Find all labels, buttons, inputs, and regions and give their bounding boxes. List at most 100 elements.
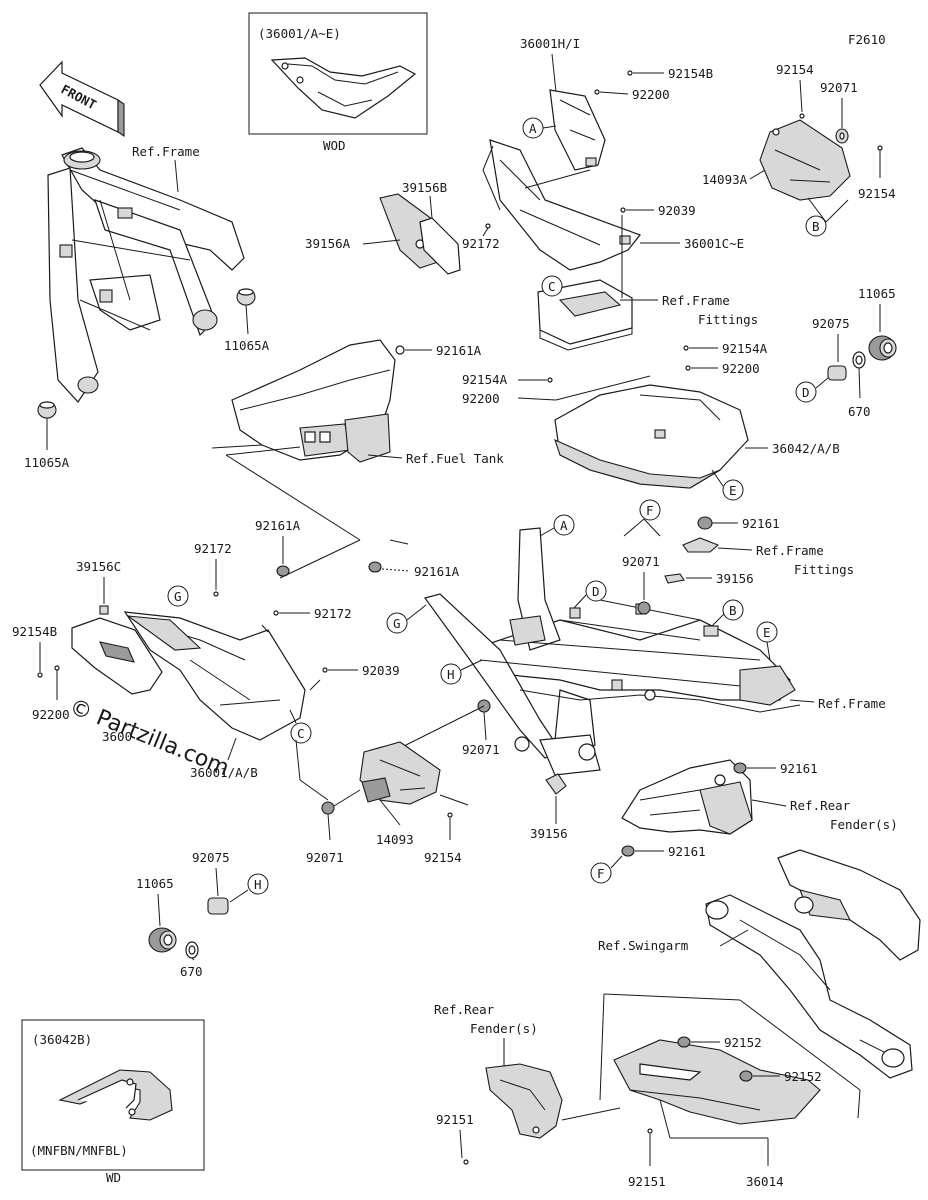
label-ref-frame-fittings-2b: Fittings (794, 562, 854, 577)
clip-39156c-icon (99, 605, 109, 615)
label-39156c: 39156C (76, 559, 121, 574)
washer-92071-tr-icon (835, 128, 849, 144)
diagram-code: F2610 (848, 32, 886, 47)
label-92071-tr: 92071 (820, 80, 858, 95)
inset-top: (36001/A~E) WOD (248, 12, 428, 153)
label-92161a-3: 92161A (414, 564, 460, 579)
bushing-11065a-2-icon (37, 401, 57, 419)
main-frame-drawing (424, 527, 801, 776)
frame-front-drawing (47, 147, 245, 403)
side-cover-36001hi-drawing (549, 89, 606, 171)
label-ref-rear-fender-2a: Ref.Rear (434, 1002, 495, 1017)
label-92161a-2: 92161A (255, 518, 301, 533)
nut-92161a-3-icon (368, 561, 382, 573)
label-14093a: 14093A (702, 172, 748, 187)
label-92151-1: 92151 (436, 1112, 474, 1127)
nut-92161a-2-icon (276, 565, 290, 577)
callout-c-1: C (548, 279, 556, 294)
label-92161-m: 92161 (742, 516, 780, 531)
label-92071-b: 92071 (306, 850, 344, 865)
callout-f-1: F (646, 503, 654, 518)
nut-92161-m-icon (697, 516, 713, 530)
label-92152-2: 92152 (784, 1069, 822, 1084)
label-92161a-1: 92161A (436, 343, 482, 358)
callout-e-2: E (763, 625, 771, 640)
label-ref-frame-m: Ref.Frame (818, 696, 886, 711)
clip-39156-b-icon (545, 773, 567, 795)
chain-guard-36014-drawing (613, 1039, 821, 1125)
label-670-r: 670 (848, 404, 871, 419)
label-92154-tr2: 92154 (858, 186, 896, 201)
label-ref-frame-top: Ref.Frame (132, 144, 200, 159)
washer-92071-b-icon (321, 801, 335, 815)
label-92200-m2: 92200 (462, 391, 500, 406)
nut-92152-1-icon (677, 1036, 691, 1048)
seat-drawing (231, 339, 396, 463)
callout-h-1: H (447, 667, 455, 682)
label-ref-rear-fender-1a: Ref.Rear (790, 798, 851, 813)
label-92039-l: 92039 (362, 663, 400, 678)
seat-cover-36042-drawing (554, 384, 749, 489)
label-92071-c: 92071 (462, 742, 500, 757)
swingarm-drawing (705, 849, 921, 1079)
frame-fittings-tray-drawing (537, 279, 633, 351)
inset-bottom-caption: WD (106, 1170, 121, 1185)
label-92039-top: 92039 (658, 203, 696, 218)
callout-g-1: G (174, 589, 182, 604)
label-36001ab: 36001/A/B (190, 765, 258, 780)
inset-bottom-subtitle: (MNFBN/MNFBL) (30, 1143, 128, 1158)
inset-bottom: (36042B) (MNFBN/MNFBL) WD (21, 1019, 205, 1185)
label-11065-r: 11065 (858, 286, 896, 301)
washer-92071-m-icon (637, 601, 651, 615)
inset-top-title: (36001/A~E) (258, 26, 341, 41)
cover-14093a-drawing (759, 119, 851, 201)
collar-92075-r-icon (827, 365, 847, 381)
callout-b-2: B (729, 603, 737, 618)
label-92151-2: 92151 (628, 1174, 666, 1189)
label-ref-rear-fender-1b: Fender(s) (830, 817, 898, 832)
callout-a-2: A (560, 518, 568, 533)
grommet-11065-r-icon (868, 335, 897, 361)
rear-fender-lower-drawing (485, 1063, 563, 1139)
washer-670-r-icon (852, 351, 866, 369)
label-92161-r2: 92161 (668, 844, 706, 859)
label-92154a-b: 92154A (462, 372, 508, 387)
label-ref-rear-fender-2b: Fender(s) (470, 1021, 538, 1036)
label-92154-b: 92154 (424, 850, 462, 865)
label-36001hi: 36001H/I (520, 36, 580, 51)
side-cover-wod-icon (270, 57, 417, 119)
inset-bottom-title: (36042B) (32, 1032, 92, 1047)
callout-d-2: D (592, 584, 600, 599)
label-36042ab: 36042/A/B (772, 441, 840, 456)
callout-b-1: B (812, 219, 820, 234)
nut-92152-2-icon (739, 1070, 753, 1082)
label-92172-l2: 92172 (314, 606, 352, 621)
label-ref-fuel-tank: Ref.Fuel Tank (406, 451, 504, 466)
label-92172-top: 92172 (462, 236, 500, 251)
label-39156b: 39156B (402, 180, 447, 195)
callout-c-2: C (297, 726, 305, 741)
label-39156a: 39156A (305, 236, 351, 251)
label-92071-m: 92071 (622, 554, 660, 569)
label-36001ce: 36001C~E (684, 236, 744, 251)
label-670-b: 670 (180, 964, 203, 979)
label-39156-b: 39156 (530, 826, 568, 841)
label-92075-b: 92075 (192, 850, 230, 865)
grommet-11065-b-icon (148, 927, 177, 953)
callout-a-1: A (529, 121, 537, 136)
callout-g-2: G (393, 616, 401, 631)
label-92200-m1: 92200 (722, 361, 760, 376)
side-cover-36001ce-drawing (489, 139, 641, 271)
grab-rail-36042b-icon (58, 1069, 173, 1121)
label-ref-swingarm: Ref.Swingarm (598, 938, 688, 953)
callout-e-1: E (729, 483, 737, 498)
label-92075-r: 92075 (812, 316, 850, 331)
label-92154-tr: 92154 (776, 62, 814, 77)
label-36014: 36014 (746, 1174, 784, 1189)
label-92152-1: 92152 (724, 1035, 762, 1050)
cover-14093-drawing (359, 741, 441, 805)
clip-39156-m-icon (664, 573, 685, 584)
label-11065-b: 11065 (136, 876, 174, 891)
label-ref-frame-fittings-1a: Ref.Frame (662, 293, 730, 308)
